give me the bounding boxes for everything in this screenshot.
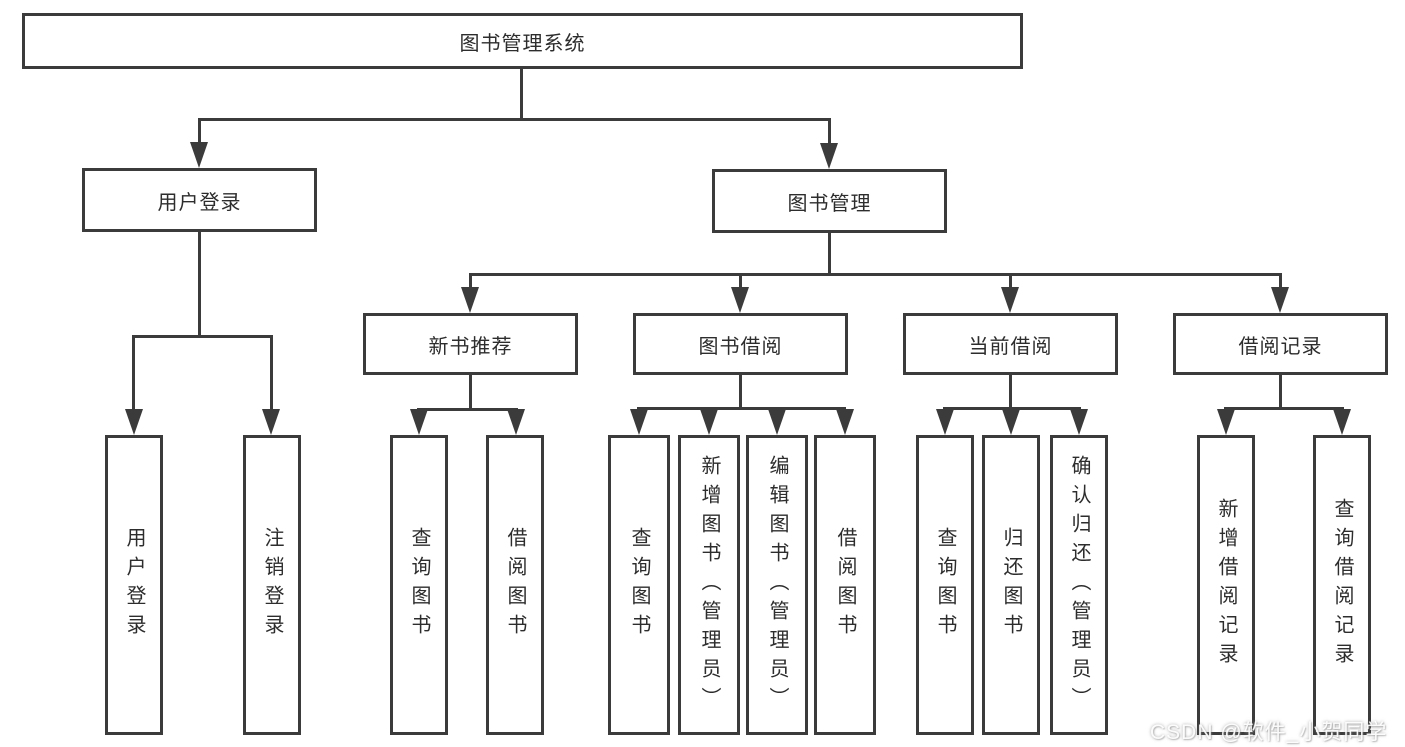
leaf-label: 新增借阅记录 [1215, 498, 1237, 672]
connector-hline [198, 118, 831, 121]
connector-arrowhead [768, 409, 786, 435]
connector-vline [469, 273, 472, 291]
leaf-label: 查询图书 [934, 527, 956, 643]
leaf-label: 归还图书 [1000, 527, 1022, 643]
leaf-add-book-admin: 新增图书（管理员） [678, 435, 740, 735]
connector-vline [270, 335, 273, 413]
connector-arrowhead [1002, 409, 1020, 435]
leaf-label: 借阅图书 [834, 527, 856, 643]
connector-arrowhead [1271, 287, 1289, 313]
connector-arrowhead [1070, 409, 1088, 435]
leaf-user-login: 用户登录 [105, 435, 163, 735]
connector-arrowhead [1001, 287, 1019, 313]
connector-arrowhead [461, 287, 479, 313]
connector-arrowhead [1333, 409, 1351, 435]
connector-arrowhead [630, 409, 648, 435]
connector-hline [1224, 407, 1344, 410]
connector-vline [1279, 273, 1282, 291]
connector-hline [943, 407, 1081, 410]
leaf-label: 查询借阅记录 [1331, 498, 1353, 672]
node-user-login: 用户登录 [82, 168, 317, 232]
connector-arrowhead [410, 409, 428, 435]
leaf-add-borrow-record: 新增借阅记录 [1197, 435, 1255, 735]
connector-hline [637, 407, 846, 410]
csdn-watermark: CSDN @软件_小贺同学 [1150, 721, 1388, 744]
node-book-borrowing: 图书借阅 [633, 313, 848, 375]
node-borrowing-records: 借阅记录 [1173, 313, 1388, 375]
leaf-confirm-return-admin: 确认归还（管理员） [1050, 435, 1108, 735]
connector-arrowhead [507, 409, 525, 435]
connector-arrowhead [731, 287, 749, 313]
node-current-borrowing: 当前借阅 [903, 313, 1118, 375]
connector-hline [469, 273, 1282, 276]
connector-arrowhead [190, 142, 208, 168]
connector-arrowhead [125, 409, 143, 435]
node-label: 图书借阅 [698, 335, 783, 358]
node-label: 用户登录 [157, 191, 242, 214]
connector-vline [520, 69, 523, 118]
connector-arrowhead [700, 409, 718, 435]
connector-arrowhead [820, 143, 838, 169]
connector-hline [133, 335, 273, 338]
leaf-label: 用户登录 [123, 527, 145, 643]
connector-arrowhead [936, 409, 954, 435]
leaf-return-books: 归还图书 [982, 435, 1040, 735]
leaf-label: 新增图书（管理员） [698, 454, 720, 716]
leaf-label: 注销登录 [261, 527, 283, 643]
leaf-logout: 注销登录 [243, 435, 301, 735]
leaf-edit-book-admin: 编辑图书（管理员） [746, 435, 808, 735]
node-library-management-system: 图书管理系统 [22, 13, 1023, 69]
connector-vline [198, 232, 201, 335]
node-label: 当前借阅 [968, 335, 1053, 358]
leaf-label: 借阅图书 [504, 527, 526, 643]
leaf-label: 确认归还（管理员） [1068, 454, 1090, 716]
node-label: 图书管理系统 [459, 32, 586, 55]
connector-arrowhead [262, 409, 280, 435]
connector-arrowhead [1217, 409, 1235, 435]
connector-vline [1279, 375, 1282, 407]
connector-vline [739, 375, 742, 407]
node-label: 新书推荐 [428, 335, 513, 358]
connector-vline [469, 375, 472, 408]
node-new-book-recommend: 新书推荐 [363, 313, 578, 375]
leaf-query-books-recommend: 查询图书 [390, 435, 448, 735]
node-label: 图书管理 [787, 192, 872, 215]
leaf-label: 查询图书 [408, 527, 430, 643]
leaf-borrow-books-recommend: 借阅图书 [486, 435, 544, 735]
leaf-query-books-current: 查询图书 [916, 435, 974, 735]
connector-vline [132, 335, 135, 413]
node-book-management: 图书管理 [712, 169, 947, 233]
connector-vline [1009, 375, 1012, 407]
connector-vline [739, 273, 742, 291]
connector-vline [198, 118, 201, 146]
connector-vline [1009, 273, 1012, 291]
connector-vline [828, 118, 831, 146]
leaf-label: 查询图书 [628, 527, 650, 643]
connector-vline [828, 233, 831, 273]
leaf-label: 编辑图书（管理员） [766, 454, 788, 716]
node-label: 借阅记录 [1238, 335, 1323, 358]
leaf-borrow-books: 借阅图书 [814, 435, 876, 735]
connector-hline [417, 408, 518, 411]
leaf-query-books-borrow: 查询图书 [608, 435, 670, 735]
leaf-query-borrow-record: 查询借阅记录 [1313, 435, 1371, 735]
connector-arrowhead [836, 409, 854, 435]
